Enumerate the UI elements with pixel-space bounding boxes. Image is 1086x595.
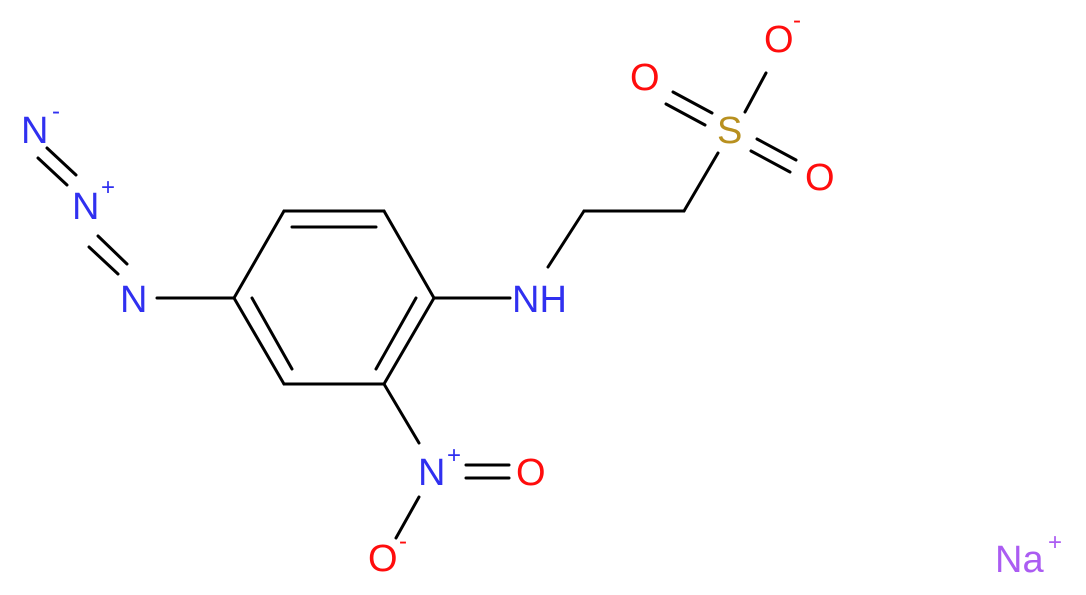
ch2-to-sulfur-bond [682,151,720,213]
azide-terminal-nitrogen-label: N [21,110,48,152]
atom-labels: N - N + N NH N + O O - S O O - O Na + [21,7,1062,581]
sulfonate-double-bond-right-a [755,137,798,162]
amine-to-ch2-bond [546,209,586,269]
sulfonate-oxygen-top-left-label: O [630,57,660,99]
ring-bond-lower-right [382,296,436,386]
sodium-counter-ion-label: Na [995,539,1044,581]
ring-inner-bond-lower-right [374,296,418,371]
nitro-oxygen-charge: - [399,528,407,555]
azide-middle-nitrogen-label: N [72,186,99,228]
azide-double-bond-upper-a [45,146,78,177]
sulfur-label: S [717,110,742,152]
ring-to-nitro-bond [382,382,421,445]
azide-attached-nitrogen-label: N [120,279,147,321]
sulfonate-oxygen-top-right-label: O [764,19,794,61]
azide-terminal-charge: - [52,98,60,125]
azide-double-bond-lower-a [96,234,129,266]
azide-double-bond-lower-b [87,245,120,276]
sulfonate-oxygen-charge: - [793,7,801,34]
sulfonate-double-bond-left-b [664,102,707,127]
sulfonate-oxygen-bottom-right-label: O [805,157,835,199]
ring-bond-upper-left [232,209,286,300]
nitro-nitrogen-label: N [418,452,445,494]
sulfonate-double-bond-left-a [671,90,714,115]
nitro-double-oxygen-label: O [516,452,546,494]
nitro-nitrogen-charge: + [447,442,461,469]
azide-double-bond-upper-b [36,156,69,187]
bonds [36,71,798,540]
sulfonate-double-bond-right-b [749,149,792,174]
ring-bond-lower-left [232,296,286,386]
nitro-single-bond [394,495,421,540]
sodium-charge: + [1048,529,1062,556]
ring-bond-upper-right [382,209,436,300]
sulfonate-single-bond [743,71,768,114]
nitro-single-oxygen-label: O [368,538,398,580]
azide-middle-charge: + [101,174,115,201]
ring-inner-bond-lower-left [250,296,294,371]
amine-nh-label: NH [512,279,567,321]
